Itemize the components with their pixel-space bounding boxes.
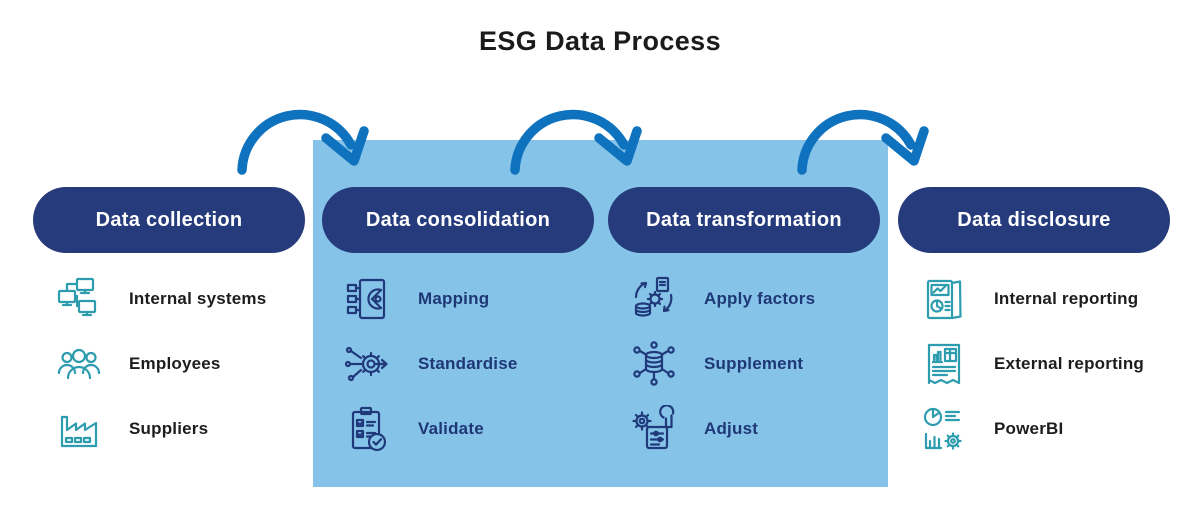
adjust-icon <box>628 404 680 454</box>
stage-header-pill: Data collection <box>33 187 305 253</box>
list-item-label: External reporting <box>994 354 1145 373</box>
curved-arrow-icon <box>510 109 642 175</box>
arrow-collection-to-consolidation <box>233 98 393 178</box>
list-item-label: Internal reporting <box>994 289 1139 308</box>
list-item: Supplement <box>628 339 880 389</box>
suppliers-icon <box>53 404 105 454</box>
list-item: Validate <box>342 404 594 454</box>
list-item-label: PowerBI <box>994 419 1064 438</box>
list-item-label: Employees <box>129 354 221 373</box>
list-item: External reporting <box>918 339 1170 389</box>
external-reporting-icon <box>918 339 970 389</box>
stage-data-collection: Data collection Internal systems Employe <box>33 187 305 454</box>
stage-data-disclosure: Data disclosure Internal reporting <box>898 187 1170 454</box>
internal-reporting-icon <box>918 274 970 324</box>
page-title: ESG Data Process <box>478 26 722 56</box>
list-item: Employees <box>53 339 305 389</box>
list-item-label: Apply factors <box>704 289 816 308</box>
stage-header-pill: Data consolidation <box>322 187 594 253</box>
list-item-label: Adjust <box>704 419 759 438</box>
list-item: Mapping <box>342 274 594 324</box>
stage-header-pill: Data transformation <box>608 187 880 253</box>
list-item: Standardise <box>342 339 594 389</box>
list-item-label: Standardise <box>418 354 518 373</box>
stage-data-consolidation: Data consolidation Mapping <box>322 187 594 454</box>
list-item-label: Mapping <box>418 289 490 308</box>
curved-arrow-icon <box>797 109 929 175</box>
standardise-icon <box>342 339 394 389</box>
stage-data-transformation: Data transformation Apply factors <box>608 187 880 454</box>
list-item: Adjust <box>628 404 880 454</box>
validate-icon <box>342 404 394 454</box>
employees-icon <box>53 339 105 389</box>
list-item: Internal reporting <box>918 274 1170 324</box>
supplement-icon <box>628 339 680 389</box>
internal-systems-icon <box>53 274 105 324</box>
arrow-transformation-to-disclosure <box>793 98 953 178</box>
arrow-consolidation-to-transformation <box>506 98 666 178</box>
list-item: Apply factors <box>628 274 880 324</box>
list-item-label: Suppliers <box>129 419 209 438</box>
list-item-label: Supplement <box>704 354 804 373</box>
curved-arrow-icon <box>237 109 369 175</box>
list-item: Internal systems <box>53 274 305 324</box>
powerbi-icon <box>918 404 970 454</box>
stage-header-pill: Data disclosure <box>898 187 1170 253</box>
list-item-label: Internal systems <box>129 289 267 308</box>
list-item: Suppliers <box>53 404 305 454</box>
mapping-icon <box>342 274 394 324</box>
apply-factors-icon <box>628 274 680 324</box>
list-item: PowerBI <box>918 404 1170 454</box>
list-item-label: Validate <box>418 419 484 438</box>
